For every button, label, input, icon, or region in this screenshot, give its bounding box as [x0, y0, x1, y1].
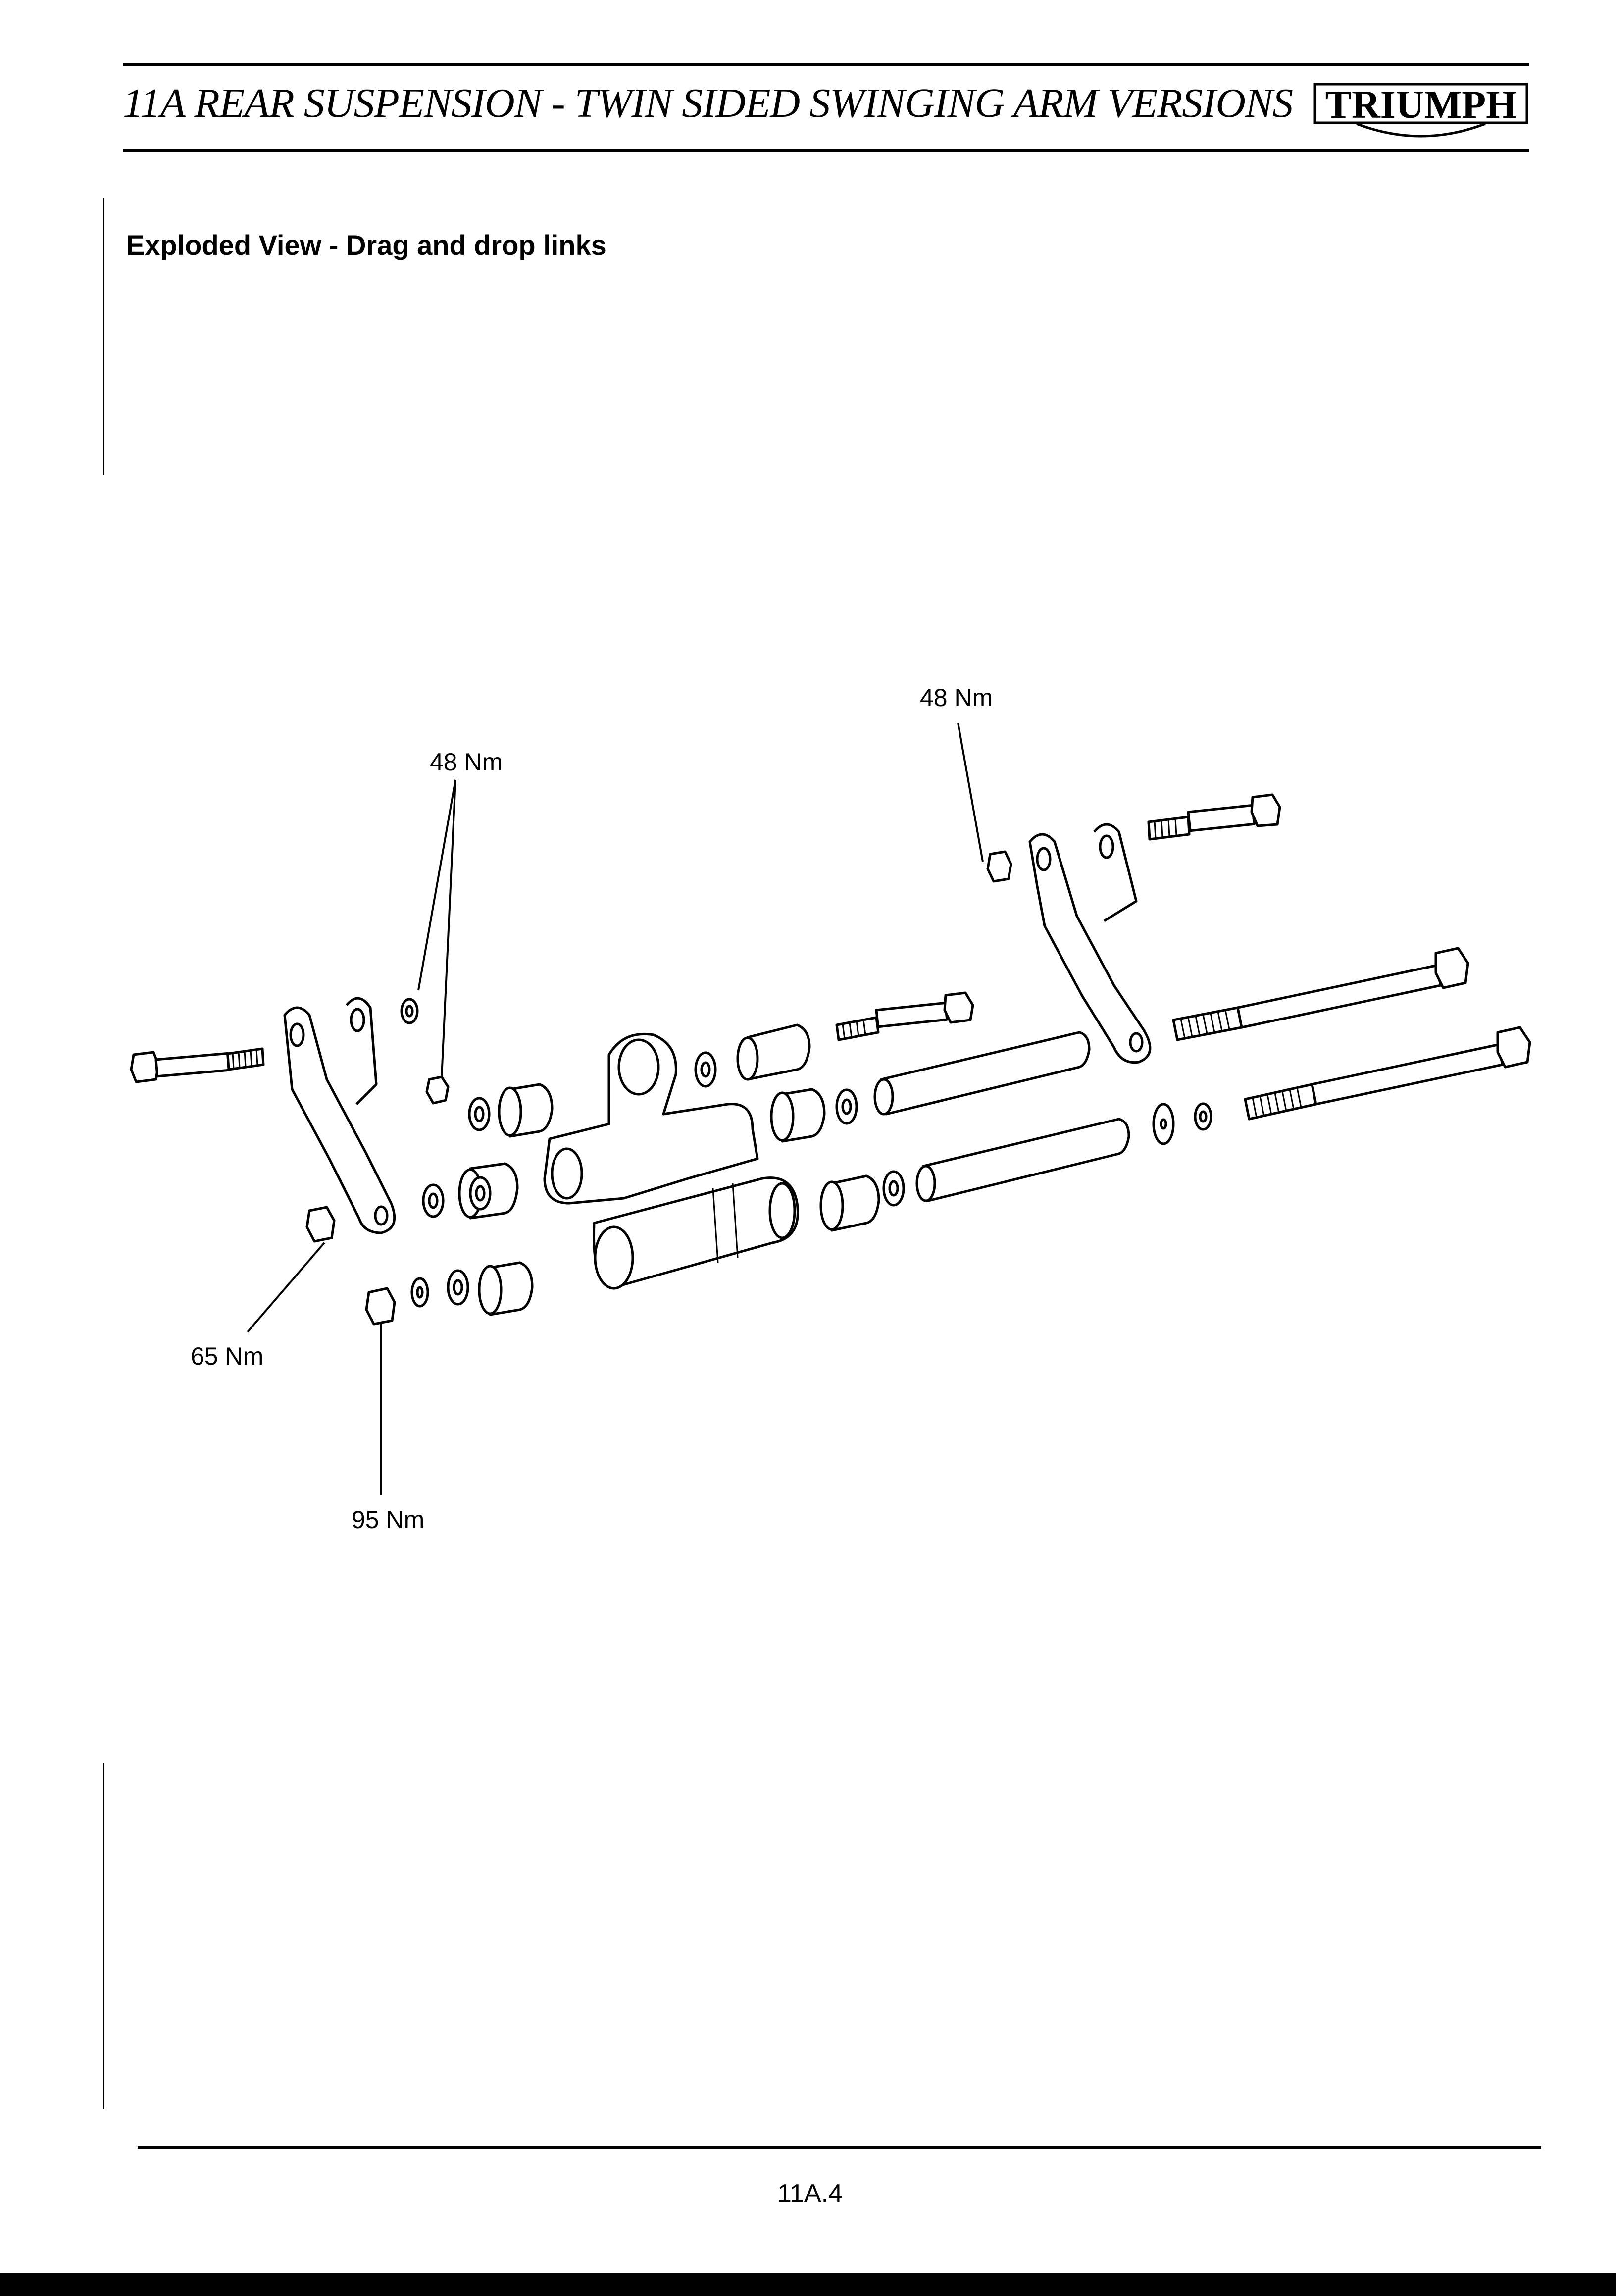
right-drag-link [1028, 823, 1152, 1064]
page-number: 11A.4 [777, 2179, 843, 2208]
lower-long-bolt [1244, 1026, 1531, 1121]
torque-label-right-top: 48 Nm [920, 684, 993, 712]
page-title: 11A REAR SUSPENSION - TWIN SIDED SWINGIN… [123, 80, 1293, 126]
upper-long-bolt [1172, 947, 1469, 1041]
section-title: Exploded View - Drag and drop links [126, 229, 606, 260]
scan-border [0, 2273, 1616, 2296]
right-link-bolt [1147, 793, 1281, 841]
header-top-rule [123, 63, 1529, 66]
header-bottom-rule [123, 149, 1529, 152]
leader-lines [247, 722, 984, 1495]
torque-label-left-top: 48 Nm [430, 748, 503, 776]
triumph-logo: TRIUMPH [1312, 74, 1530, 149]
torque-label-lower-nut: 95 Nm [352, 1506, 425, 1533]
left-link-bolt [130, 1047, 265, 1083]
left-drag-link [283, 997, 396, 1234]
footer-rule [138, 2146, 1541, 2149]
middle-bolt [835, 991, 974, 1041]
nuts [305, 850, 1012, 1326]
left-margin-mark [103, 198, 104, 475]
drop-link-body [543, 1032, 799, 1290]
spacers-and-bushes [400, 998, 1212, 1316]
left-margin-mark-lower [103, 1763, 104, 2109]
logo-text: TRIUMPH [1325, 83, 1517, 127]
torque-label-left-nut: 65 Nm [191, 1342, 264, 1370]
